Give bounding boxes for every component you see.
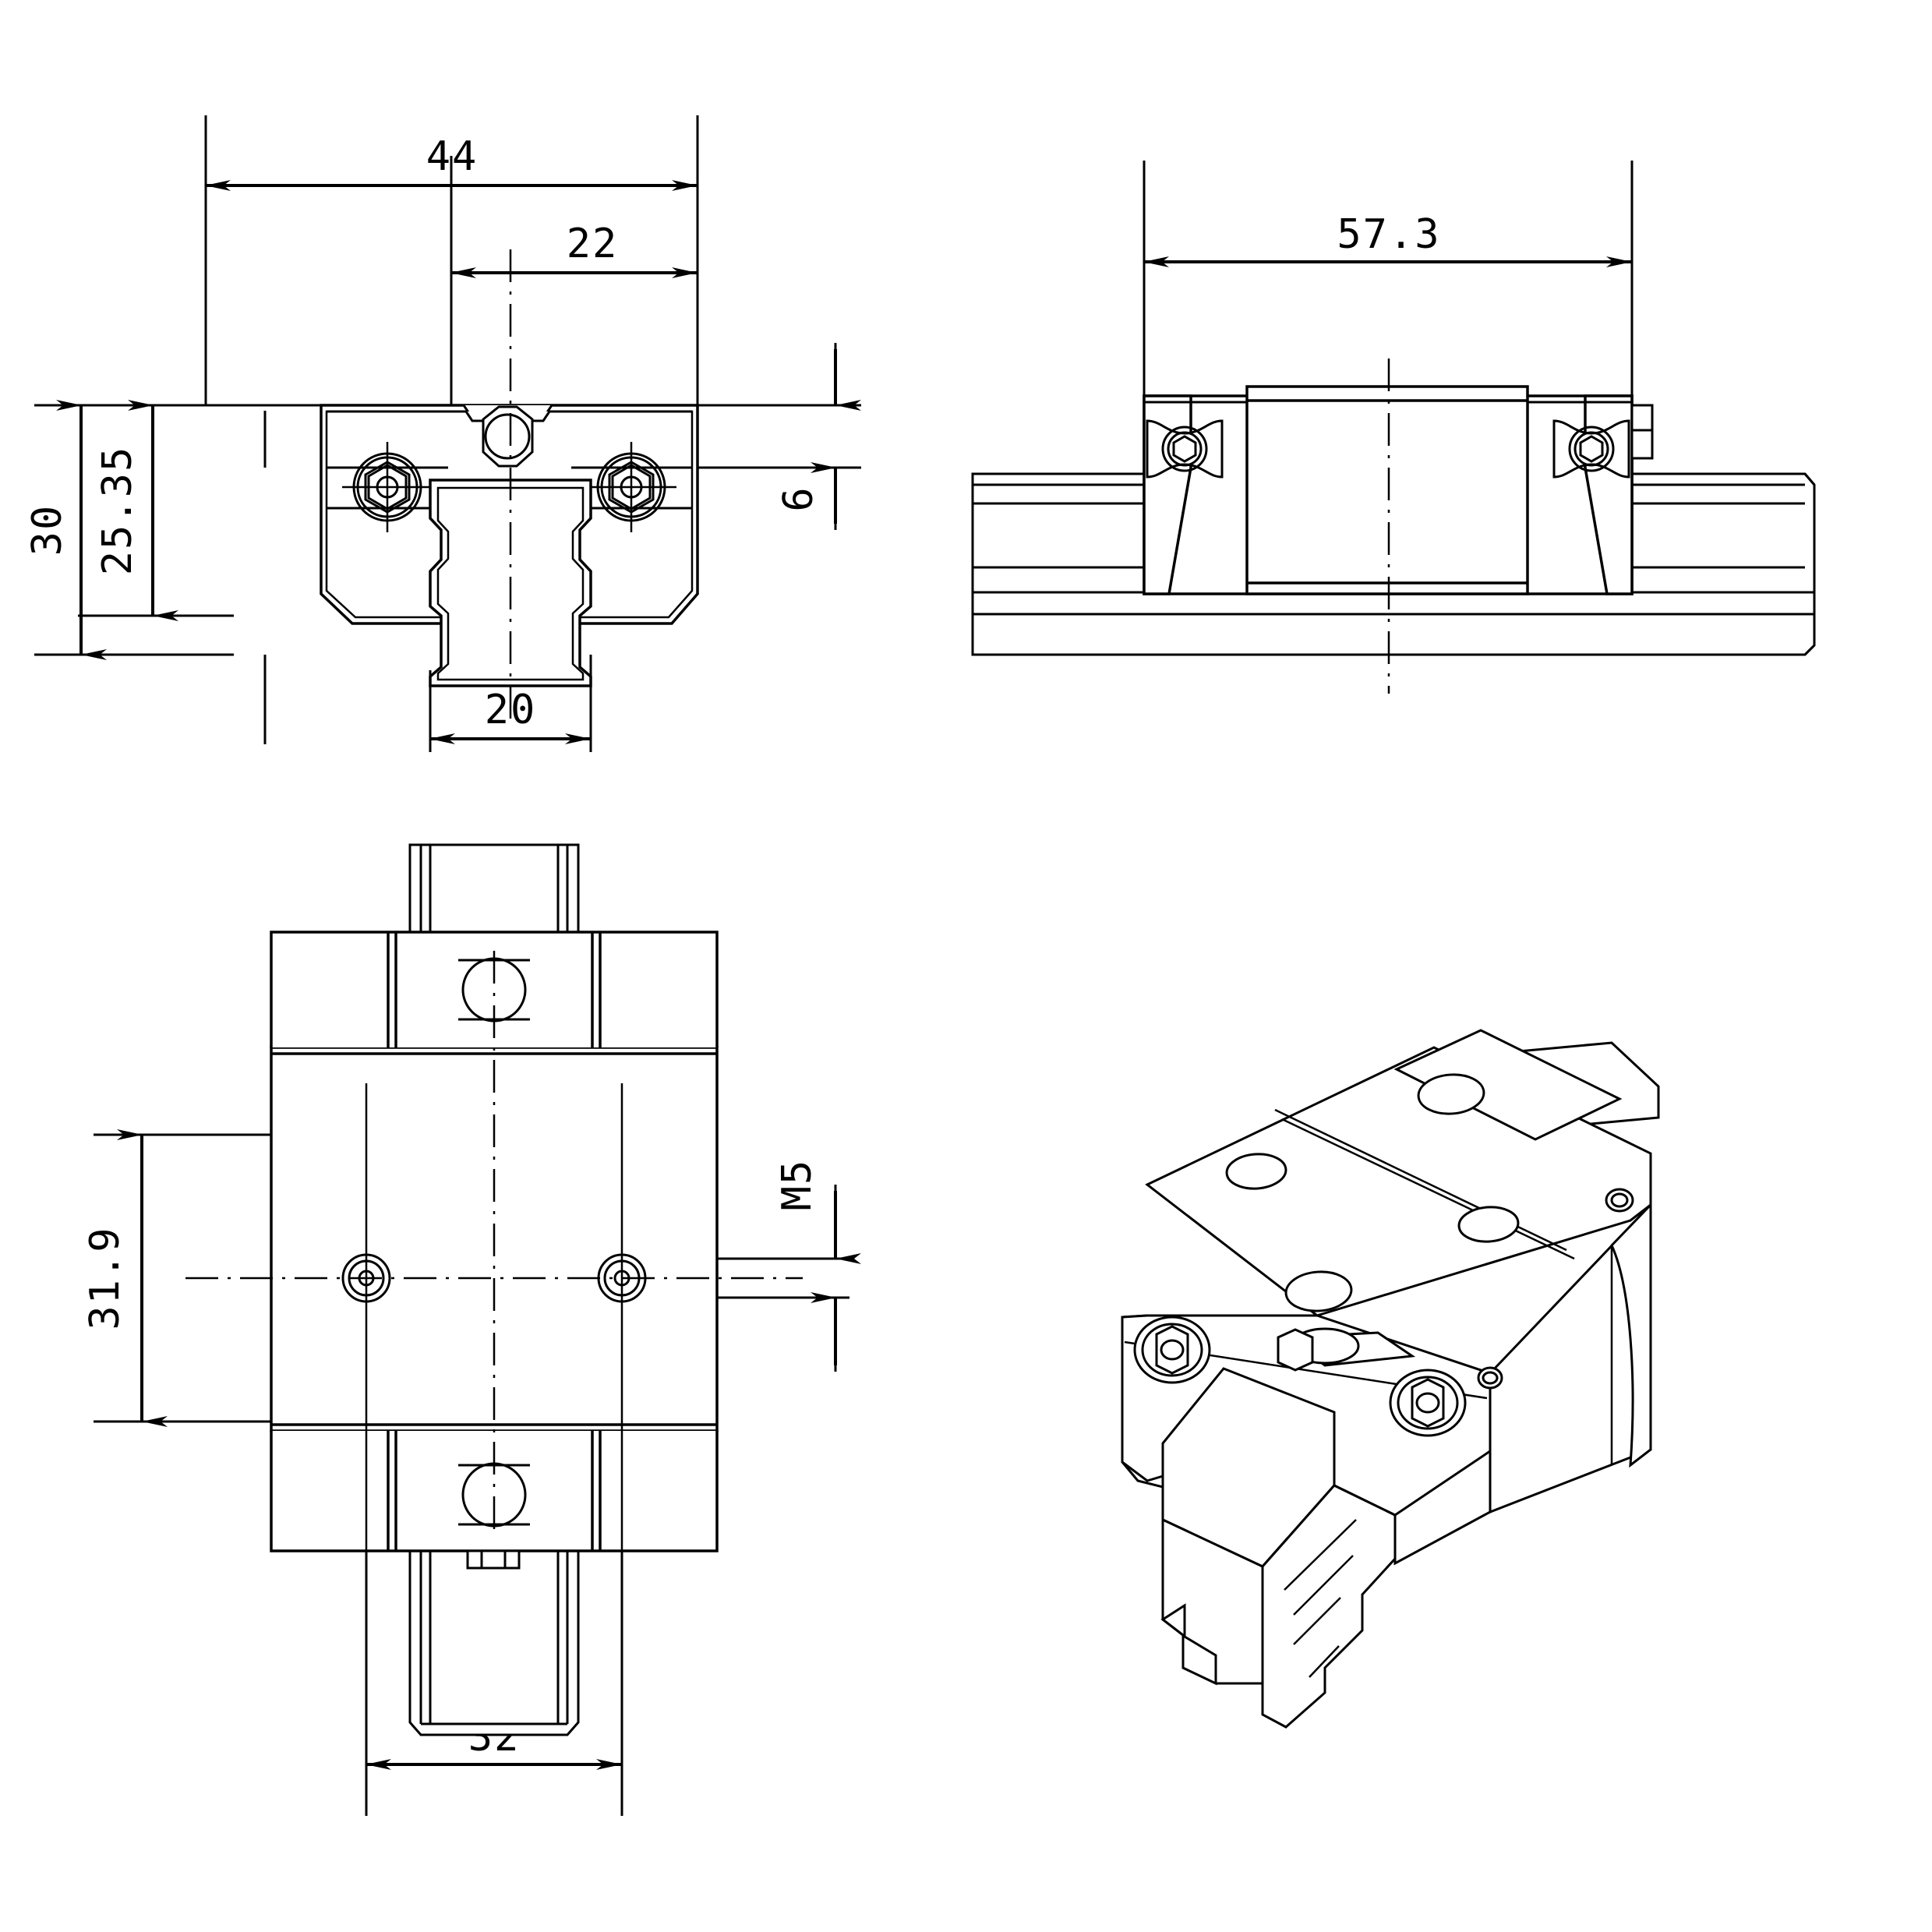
dimension-20: 20 [429, 687, 591, 744]
iso-side-port-lower-icon [1477, 1366, 1503, 1390]
dimension-30: 30 [24, 400, 107, 660]
iso-bolt-left-icon [1133, 1316, 1211, 1384]
iso-rail-shoulder [1160, 1603, 1217, 1686]
dimension-57-3: 57.3 [1143, 211, 1632, 267]
top-nipple-icon [466, 1549, 521, 1570]
grease-nipple-icon [482, 405, 534, 468]
side-end-tab [1630, 404, 1654, 460]
dimension-57-3-label: 57.3 [1337, 211, 1440, 258]
iso-right-wing [1610, 1202, 1652, 1468]
iso-top-groove [1393, 1029, 1623, 1141]
iso-grease-nipple-icon [1277, 1328, 1314, 1372]
dimension-22-label: 22 [567, 221, 619, 267]
dimension-31-9-label: 31.9 [82, 1226, 129, 1330]
dimension-30-label: 30 [24, 504, 71, 556]
dimension-25-35: 25.35 [94, 400, 178, 621]
dimension-6: 6 [775, 349, 861, 524]
iso-side-port-upper-icon [1605, 1188, 1634, 1213]
dimension-31-9: 31.9 [82, 1129, 168, 1427]
side-top-strip [1144, 394, 1632, 404]
iso-view [1121, 1029, 1660, 1729]
front-view: 44 22 30 25.35 6 20 [24, 115, 861, 752]
iso-top-hole-a-icon [1225, 1153, 1287, 1190]
iso-top-hole-b-icon [1457, 1206, 1520, 1243]
dimension-44-label: 44 [426, 133, 479, 180]
lube-port-left-icon [1146, 419, 1224, 479]
dimension-6-label: 6 [775, 486, 822, 511]
side-extension-lines [1143, 161, 1634, 413]
dimension-44: 44 [205, 133, 698, 191]
dimension-22: 22 [450, 221, 698, 278]
dimension-m5-label: M5 [774, 1159, 821, 1211]
iso-bolt-right-icon [1389, 1369, 1467, 1437]
top-view: 31.9 M5 32 [82, 843, 861, 1816]
iso-rail-back [1333, 1449, 1492, 1566]
dimension-m5: M5 [774, 1159, 861, 1365]
lube-port-right-icon [1552, 419, 1630, 479]
iso-top-hole-c-icon [1417, 1073, 1485, 1115]
side-view: 57.3 [971, 161, 1816, 694]
iso-top-hole-d-icon [1284, 1270, 1353, 1312]
dimension-25-35-label: 25.35 [94, 446, 141, 576]
